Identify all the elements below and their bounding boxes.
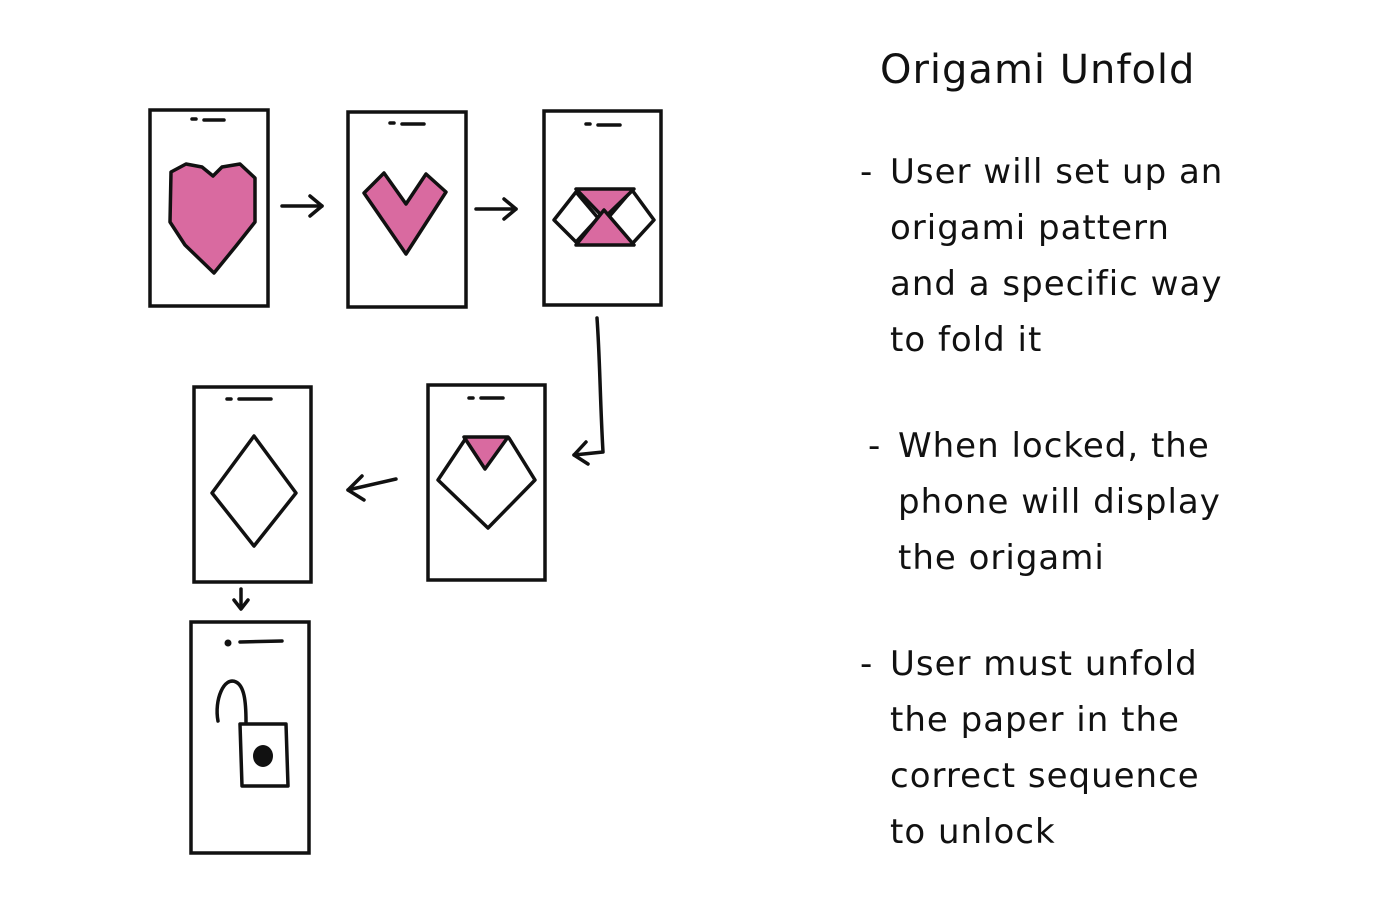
diamond-shape	[210, 434, 298, 548]
note-item: - User must unfold the paper in the corr…	[860, 636, 1280, 860]
note-item: - When locked, the phone will display th…	[868, 418, 1280, 586]
heart-shape	[168, 162, 257, 275]
phone-screen-1	[148, 108, 270, 308]
phone-screen-3	[542, 109, 663, 307]
phone-screen-4	[426, 383, 547, 582]
storyboard-diagram	[148, 108, 663, 855]
v-fold-shape	[362, 171, 448, 256]
diamond-outline	[436, 436, 537, 530]
phone-screen-6	[189, 620, 311, 855]
page-title: Origami Unfold	[880, 47, 1196, 93]
note-text: User will set up an origami pattern and …	[890, 152, 1224, 360]
note-item: - User will set up an origami pattern an…	[860, 144, 1280, 368]
notes-panel: Origami Unfold - User will set up an ori…	[860, 38, 1280, 910]
arrow-right-icon	[280, 194, 324, 218]
bullet-dash: -	[860, 152, 874, 192]
arrow-left-icon	[346, 474, 398, 502]
arrow-down-left-icon	[572, 316, 605, 466]
padlock-open-icon	[215, 679, 290, 788]
note-text: When locked, the phone will display the …	[898, 426, 1221, 578]
pink-flap	[462, 435, 510, 471]
arrow-right-icon	[474, 197, 518, 221]
speaker-slot	[238, 639, 284, 644]
phone-screen-5	[192, 385, 313, 584]
bullet-dash: -	[860, 644, 874, 684]
camera-dot	[224, 639, 232, 647]
note-text: User must unfold the paper in the correc…	[890, 644, 1200, 852]
phone-screen-2	[346, 110, 468, 309]
hourglass-fold-shape	[552, 187, 656, 247]
arrow-down-icon	[232, 587, 250, 611]
bullet-dash: -	[868, 426, 882, 466]
